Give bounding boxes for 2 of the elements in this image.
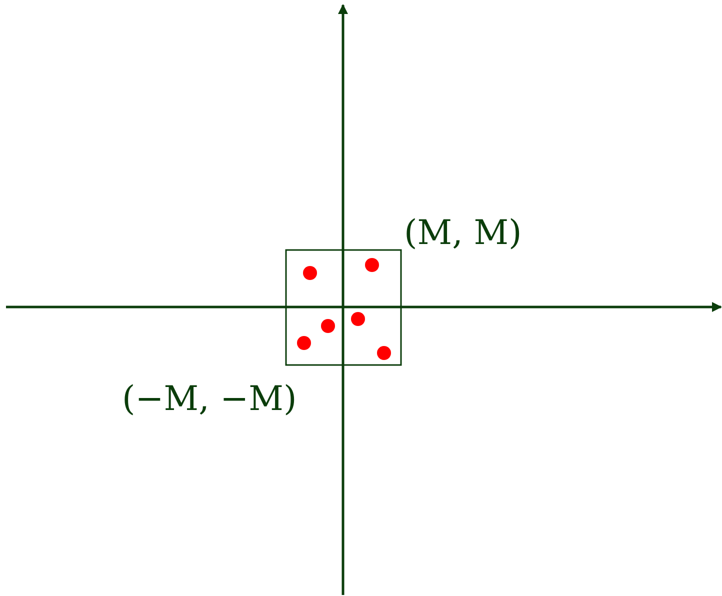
coordinate-label: (M, M) (404, 216, 522, 250)
coordinate-label: (−M, −M) (122, 382, 297, 416)
